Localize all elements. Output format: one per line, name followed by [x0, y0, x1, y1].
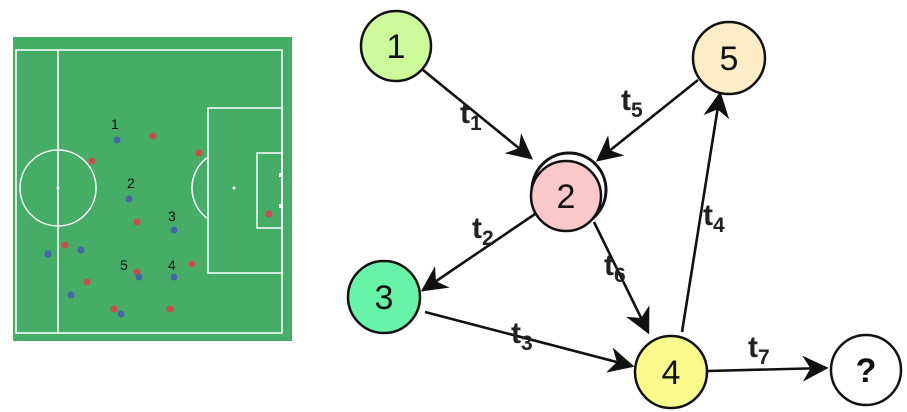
edge-5-2 — [595, 78, 699, 162]
node-unknown: ? — [829, 333, 903, 407]
player-blue — [170, 273, 178, 281]
edge-4-5 — [680, 91, 730, 333]
edge-2-4 — [592, 221, 650, 335]
player-blue — [125, 195, 133, 203]
edge-label-t3: t3 — [511, 317, 533, 355]
player-blue — [170, 226, 178, 234]
node-3: 3 — [346, 259, 422, 335]
player-red — [133, 218, 141, 226]
pitch-lines — [15, 49, 283, 334]
player-blue — [117, 310, 125, 318]
edge-label-t7: t7 — [748, 331, 770, 369]
player-label-3: 3 — [168, 208, 176, 224]
svg-text:1: 1 — [387, 28, 406, 66]
player-red — [61, 241, 69, 249]
player-red — [83, 278, 91, 286]
svg-text:2: 2 — [557, 178, 576, 216]
player-red — [195, 149, 203, 157]
pass-graph: t1 t2 t3 t4 t5 t6 t7 1 2 3 4 5 ? — [346, 9, 903, 410]
edge-3-4 — [424, 310, 635, 373]
player-label-5: 5 — [120, 257, 128, 273]
edge-label-t4: t4 — [703, 199, 725, 237]
player-blue — [67, 291, 75, 299]
svg-text:3: 3 — [375, 279, 394, 317]
edge-label-t5: t5 — [621, 84, 643, 122]
node-1: 1 — [359, 9, 433, 83]
player-label-4: 4 — [168, 257, 176, 273]
player-blue — [77, 246, 85, 254]
player-blue — [113, 136, 121, 144]
player-red — [110, 305, 118, 313]
edge-4-q — [706, 355, 829, 382]
edge-label-t1: t1 — [460, 97, 482, 135]
node-4: 4 — [633, 334, 709, 410]
node-2: 2 — [529, 151, 608, 233]
player-red — [265, 210, 273, 218]
edge-1-2 — [422, 68, 534, 160]
edge-label-t2: t2 — [472, 212, 494, 250]
football-pitch: 1 2 3 4 5 — [13, 37, 292, 341]
player-blue — [44, 250, 52, 258]
player-label-1: 1 — [111, 116, 119, 132]
player-red — [188, 260, 196, 268]
player-red — [166, 305, 174, 313]
svg-text:5: 5 — [720, 40, 739, 78]
node-5: 5 — [691, 20, 767, 96]
player-blue — [135, 273, 143, 281]
edge-label-t6: t6 — [604, 249, 626, 287]
svg-text:?: ? — [856, 352, 877, 390]
edge-2-3 — [420, 210, 539, 292]
player-red — [149, 132, 157, 140]
player-red — [88, 157, 96, 165]
svg-text:4: 4 — [662, 354, 681, 392]
pitch-grass — [13, 37, 292, 341]
player-label-2: 2 — [127, 175, 135, 191]
